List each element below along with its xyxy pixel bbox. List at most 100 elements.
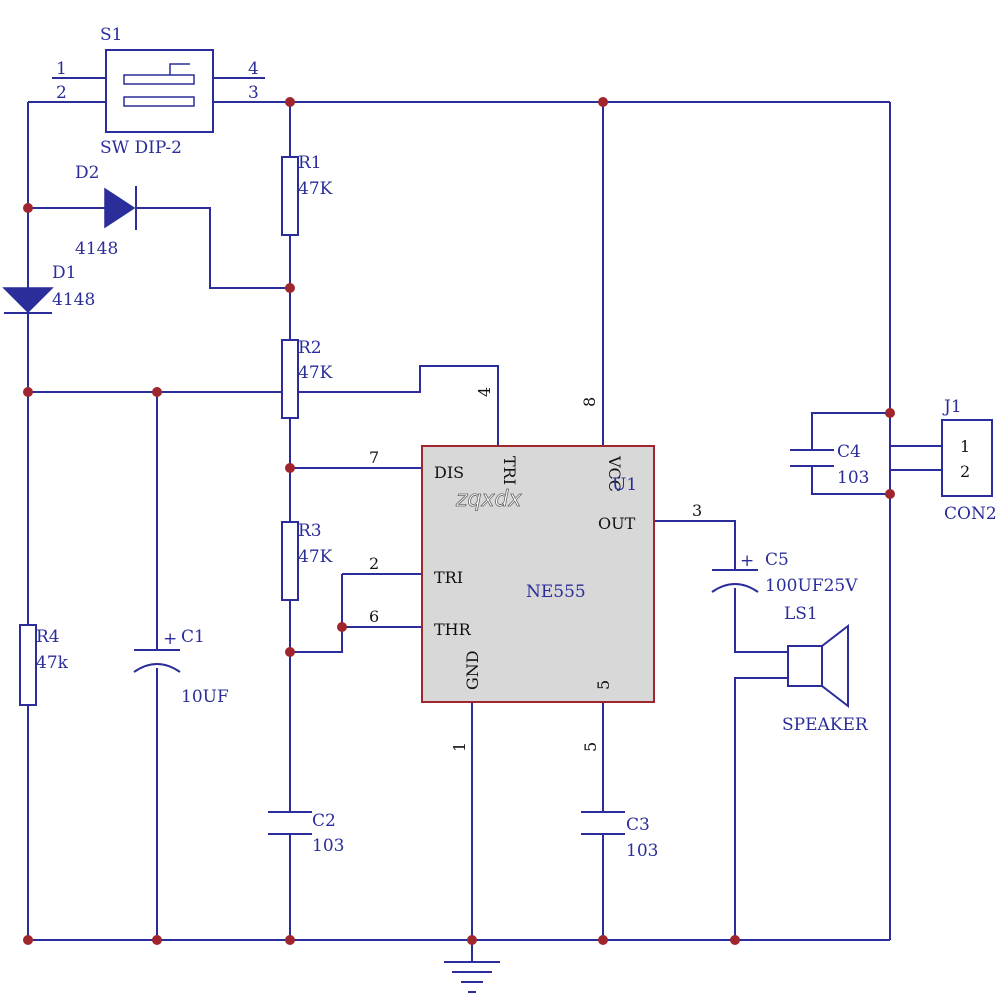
u1-pin-numbers: 4 8 7 3 2 6 1 5	[369, 387, 702, 752]
pin-number-6: 6	[369, 607, 379, 626]
d2-symbol-icon	[104, 187, 136, 229]
c4-value: 103	[837, 468, 869, 488]
resistor-r1: R1 47K	[281, 153, 333, 236]
wire-tri-thr-link	[290, 574, 343, 653]
r2-body	[281, 339, 299, 419]
r3-ref: R3	[298, 521, 322, 541]
junction-dot	[885, 408, 895, 418]
wire-d2-cathode	[136, 207, 290, 289]
pin-number-5: 5	[581, 742, 600, 752]
u1-body	[421, 445, 655, 703]
c2-ref: C2	[312, 811, 336, 831]
r1-ref: R1	[298, 153, 322, 173]
c1-value: 10UF	[181, 687, 229, 707]
switch-s1: S1 SW DIP-2 1 2 4 3	[56, 25, 259, 158]
watermark-text: zqxdx	[455, 487, 522, 512]
u1-pin-5-label: 5	[594, 680, 613, 690]
u1-ref: U1	[612, 475, 637, 495]
r4-body	[19, 624, 37, 706]
c5-plate-curved	[711, 583, 759, 593]
s1-slot-2	[123, 96, 195, 107]
ground-icon	[444, 961, 500, 993]
r2-ref: R2	[298, 338, 322, 358]
junction-dot	[337, 622, 347, 632]
r1-body	[281, 156, 299, 236]
capacitor-c2: C2 103	[268, 811, 344, 856]
d2-value: 4148	[75, 239, 118, 259]
diode-d2: D2 4148	[75, 163, 137, 259]
u1-pin-dis-label: DIS	[434, 463, 464, 482]
u1-value: NE555	[526, 582, 586, 602]
c3-ref: C3	[626, 815, 650, 835]
resistor-r4: R4 47k	[19, 624, 69, 706]
j1-pin1: 1	[960, 437, 970, 456]
capacitor-c5: + C5 100UF25V	[711, 550, 858, 596]
s1-toggle	[169, 63, 190, 75]
s1-pin1: 1	[56, 59, 67, 79]
r1-value: 47K	[298, 179, 333, 199]
c5-ref: C5	[765, 550, 789, 570]
c2-value: 103	[312, 836, 344, 856]
ls1-value: SPEAKER	[782, 715, 869, 735]
d1-value: 4148	[52, 290, 95, 310]
capacitor-c3: C3 103	[581, 811, 658, 861]
junction-dot	[598, 935, 608, 945]
junction-dot	[152, 935, 162, 945]
wire-c4-bottom	[811, 466, 890, 495]
u1-pin-tri-top-label: TRI	[500, 456, 519, 485]
u1-pin-gnd-label: GND	[463, 650, 482, 690]
r4-value: 47k	[36, 653, 69, 673]
resistor-r3: R3 47K	[281, 521, 333, 601]
junction-dots	[23, 97, 895, 945]
junction-dot	[23, 387, 33, 397]
r3-value: 47K	[298, 547, 333, 567]
wires	[27, 77, 942, 962]
j1-pin2: 2	[960, 462, 970, 481]
r2-value: 47K	[298, 363, 333, 383]
speaker-cone-icon	[821, 623, 849, 709]
s1-ref: S1	[100, 25, 122, 45]
wire-j1-pin1	[889, 413, 942, 447]
s1-pin2: 2	[56, 83, 67, 103]
j1-value: CON2	[944, 504, 997, 524]
d1-ref: D1	[52, 263, 76, 283]
capacitor-c1: + C1 10UF	[133, 627, 229, 707]
diode-d1: D1 4148	[2, 263, 95, 314]
c5-value: 100UF25V	[765, 576, 858, 596]
speaker-icon	[787, 645, 823, 687]
c1-ref: C1	[181, 627, 205, 647]
r4-ref: R4	[36, 627, 60, 647]
pin-number-1: 1	[450, 742, 469, 752]
junction-dot	[285, 463, 295, 473]
wire-pin4	[28, 365, 499, 446]
j1-ref: J1	[942, 397, 962, 417]
wire-c4-top	[811, 412, 890, 450]
ls1-ref: LS1	[784, 604, 818, 624]
s1-pin3: 3	[248, 83, 259, 103]
r3-body	[281, 521, 299, 601]
u1-pin-out-label: OUT	[598, 514, 636, 533]
s1-slot-1	[123, 74, 195, 85]
d1-symbol-icon	[2, 287, 54, 314]
wire-pin3	[654, 520, 736, 570]
c1-polarity: +	[163, 629, 177, 649]
u1-pin-vcc-label: VCC	[605, 455, 624, 492]
s1-body	[105, 49, 214, 133]
junction-dot	[598, 97, 608, 107]
c5-polarity: +	[740, 551, 754, 571]
s1-value: SW DIP-2	[100, 138, 182, 158]
junction-dot	[23, 203, 33, 213]
pin-number-4: 4	[475, 387, 494, 397]
junction-dot	[467, 935, 477, 945]
connector-j1: 1 2 J1 CON2	[941, 397, 997, 524]
junction-dot	[730, 935, 740, 945]
junction-dot	[285, 283, 295, 293]
junction-dot	[152, 387, 162, 397]
wire-speaker-return	[734, 677, 788, 940]
j1-body	[941, 419, 993, 497]
pin-number-8: 8	[580, 397, 599, 407]
c3-value: 103	[626, 841, 658, 861]
speaker-ls1: LS1 SPEAKER	[782, 604, 869, 735]
capacitor-c4: C4 103	[790, 442, 869, 488]
